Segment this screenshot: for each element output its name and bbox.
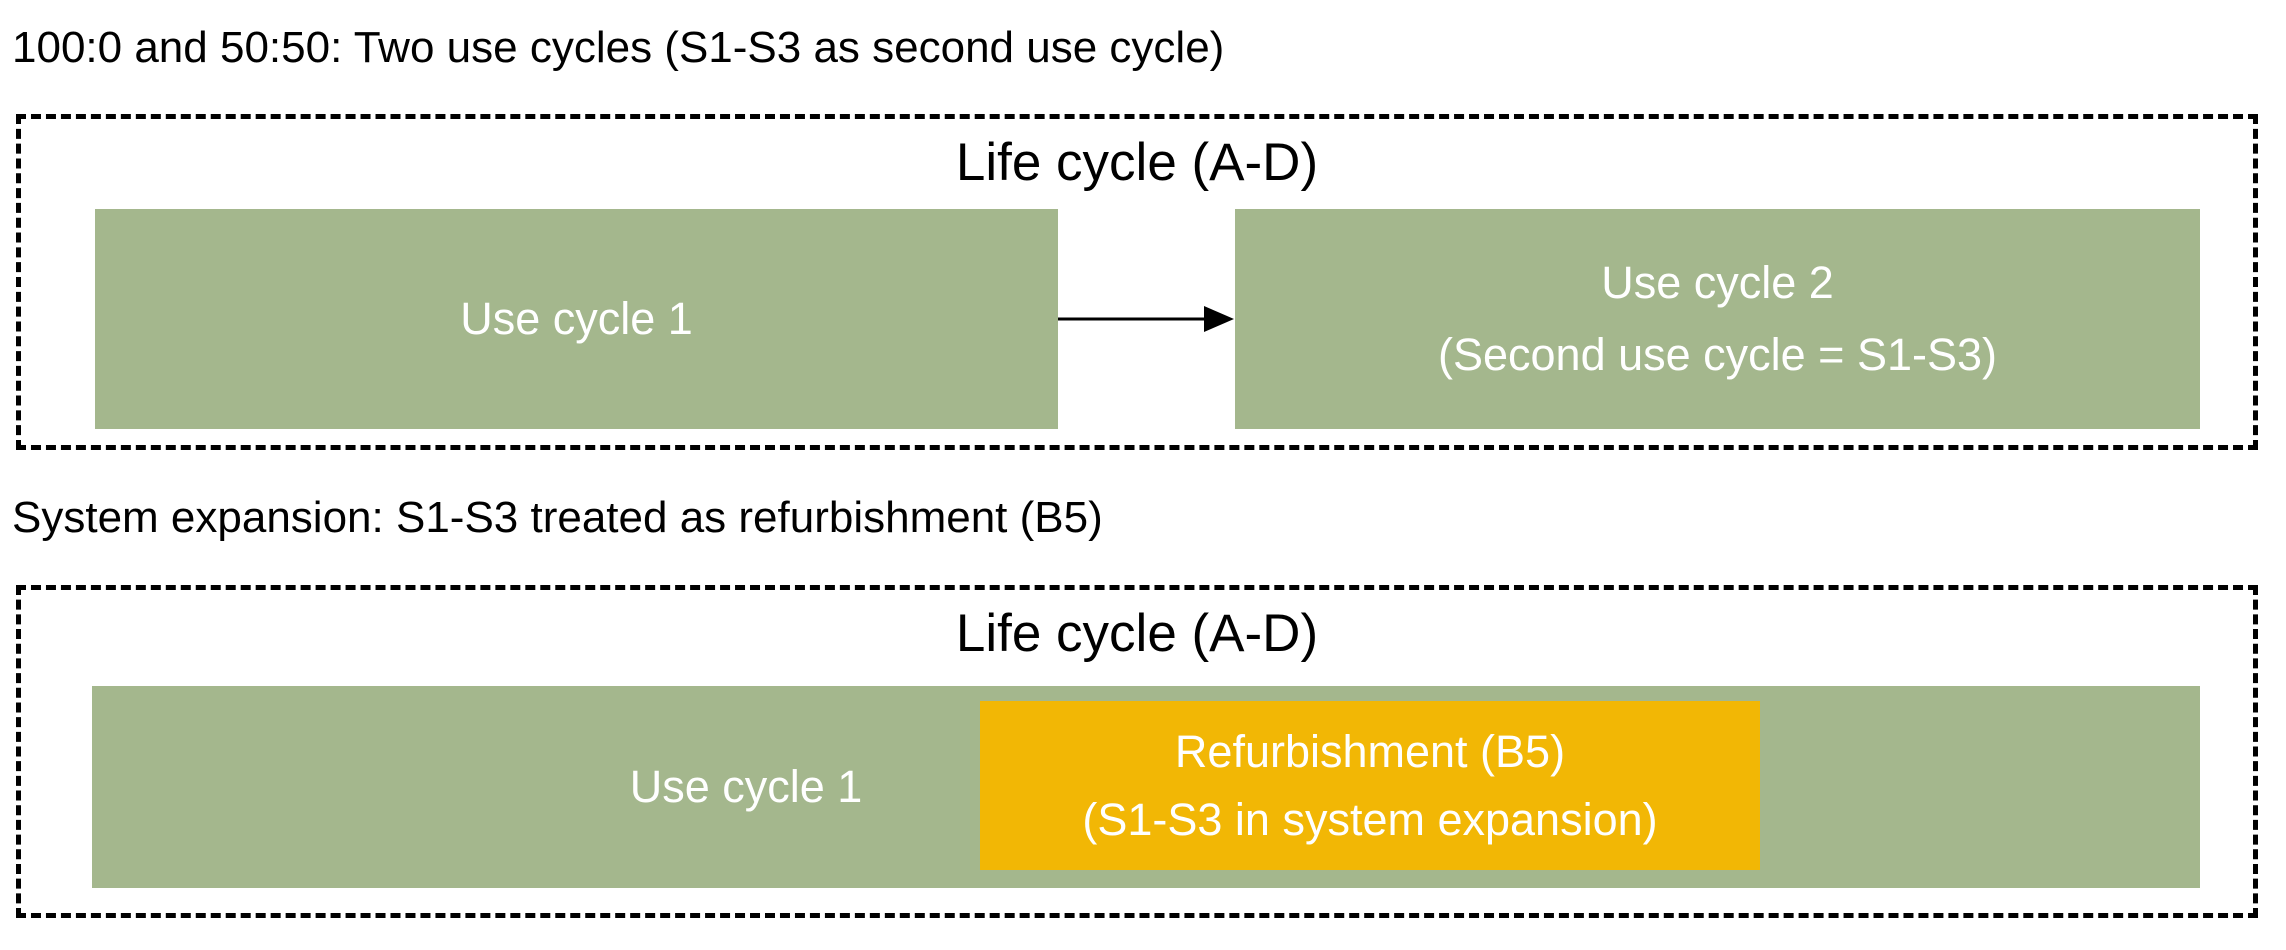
section2-lifecycle-container [16,585,2258,918]
section2-refurbishment-box: Refurbishment (B5) (S1-S3 in system expa… [980,701,1760,870]
section1-lifecycle-label: Life cycle (A-D) [955,133,1319,192]
section1-title: 100:0 and 50:50: Two use cycles (S1-S3 a… [12,23,1225,72]
section1-use-cycle-2-box: Use cycle 2 (Second use cycle = S1-S3) [1235,209,2200,429]
section2-title: System expansion: S1-S3 treated as refur… [12,493,1103,542]
section1-use-cycle-1-box: Use cycle 1 [95,209,1058,429]
section2-use-cycle-1-box: Use cycle 1 Refurbishment (B5) (S1-S3 in… [92,686,2200,888]
section2-refurbishment-line2: (S1-S3 in system expansion) [1082,793,1658,845]
section1-use-cycle-1-label: Use cycle 1 [460,293,693,344]
section1-use-cycle-2-line2: (Second use cycle = S1-S3) [1437,329,1998,380]
section2-use-cycle-1-label: Use cycle 1 [629,761,863,812]
arrow-right-icon [1058,301,1235,337]
section2-refurbishment-line1: Refurbishment (B5) [1174,725,1566,777]
section2-lifecycle-label: Life cycle (A-D) [955,604,1319,663]
section1-use-cycle-2-line1: Use cycle 2 [1601,257,1834,308]
section1-lifecycle-container [16,114,2258,450]
